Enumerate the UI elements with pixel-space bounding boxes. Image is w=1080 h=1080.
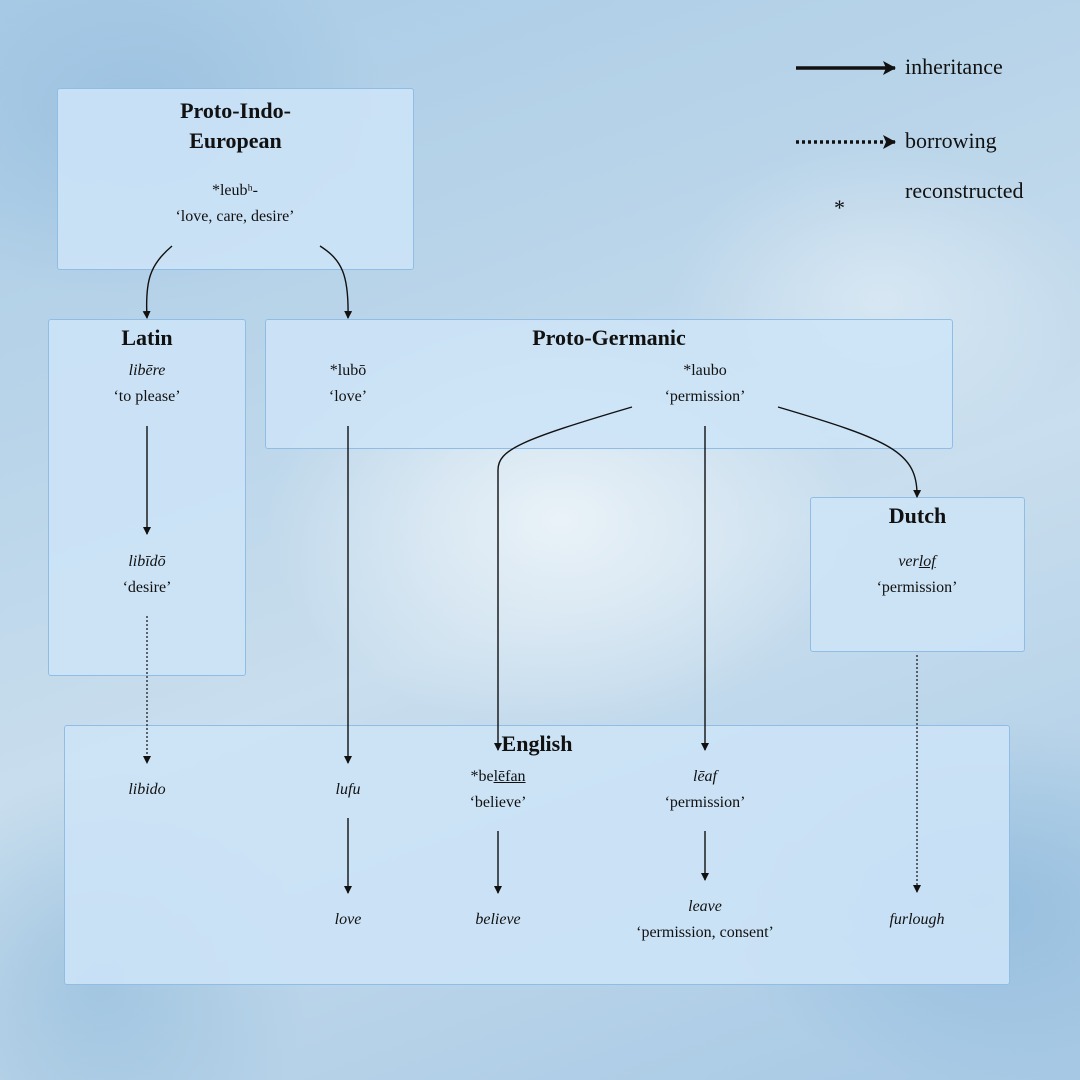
word-latin-libere: libēre ‘to please’ [67, 358, 227, 410]
word-en-leaf: lēaf ‘permission’ [625, 764, 785, 816]
arrow-pie-to-latin [142, 245, 173, 319]
word-pg-laubo: *laubo ‘permission’ [625, 358, 785, 410]
box-title-dutch: Dutch [888, 503, 947, 528]
word-form: lufu [335, 781, 361, 798]
word-en-libido: libido [87, 777, 207, 803]
word-pie-leubh: *leubʰ- ‘love, care, desire’ [135, 178, 335, 230]
word-gloss: ‘permission’ [876, 579, 958, 596]
word-dutch-verlof: verlof ‘permission’ [837, 549, 997, 601]
word-en-love: love [288, 907, 408, 933]
word-form-underlined: lof [918, 553, 936, 570]
word-gloss: ‘permission, consent’ [636, 924, 774, 941]
word-form: *leubʰ- [211, 182, 258, 199]
word-form-prefix: *be [470, 768, 494, 785]
word-gloss: ‘believe’ [469, 794, 527, 811]
word-en-lufu: lufu [288, 777, 408, 803]
word-gloss: ‘love’ [328, 388, 368, 405]
arrow-pie-to-proto-germanic [319, 245, 353, 319]
word-form-underlined: lēfan [493, 768, 526, 785]
word-form: libido [128, 781, 166, 798]
box-proto-germanic: Proto-Germanic [265, 319, 953, 449]
box-proto-indo-european: Proto-Indo- European [57, 88, 414, 270]
word-en-leave: leave ‘permission, consent’ [605, 894, 805, 946]
word-gloss: ‘love, care, desire’ [175, 208, 295, 225]
word-gloss: ‘desire’ [122, 579, 172, 596]
box-title-proto-germanic: Proto-Germanic [532, 325, 686, 350]
word-form: furlough [889, 911, 945, 928]
box-title-latin: Latin [121, 325, 173, 350]
word-en-belefan: *belēfan ‘believe’ [428, 764, 568, 816]
word-form: libēre [128, 362, 166, 379]
word-latin-libido: libīdō ‘desire’ [67, 549, 227, 601]
word-form: libīdō [128, 553, 166, 570]
arrow-laubo-to-belefan [494, 406, 633, 751]
legend-inheritance-label: inheritance [905, 54, 1003, 79]
word-form: believe [475, 911, 521, 928]
word-form: *lubō [329, 362, 367, 379]
word-form: *belēfan [428, 764, 568, 790]
word-gloss: ‘permission’ [664, 794, 746, 811]
box-title-pie-line1: Proto-Indo- [180, 98, 291, 123]
box-dutch: Dutch [810, 497, 1025, 652]
word-gloss: ‘to please’ [113, 388, 181, 405]
word-form: *laubo [683, 362, 727, 379]
legend-reconstructed-label: reconstructed [905, 178, 1024, 203]
word-form: leave [688, 898, 722, 915]
word-form: love [334, 911, 362, 928]
word-pg-lubo: *lubō ‘love’ [288, 358, 408, 410]
word-en-believe: believe [438, 907, 558, 933]
box-title-english: English [501, 731, 573, 756]
word-form-prefix: ver [898, 553, 919, 570]
legend-borrowing-label: borrowing [905, 128, 997, 153]
box-english: English [64, 725, 1010, 985]
word-form: verlof [837, 549, 997, 575]
box-title-pie-line2: European [189, 128, 282, 153]
arrow-laubo-to-dutch [777, 406, 922, 498]
word-en-furlough: furlough [857, 907, 977, 933]
word-gloss: ‘permission’ [664, 388, 746, 405]
legend-star-symbol: * [834, 195, 845, 220]
word-form: lēaf [693, 768, 717, 785]
